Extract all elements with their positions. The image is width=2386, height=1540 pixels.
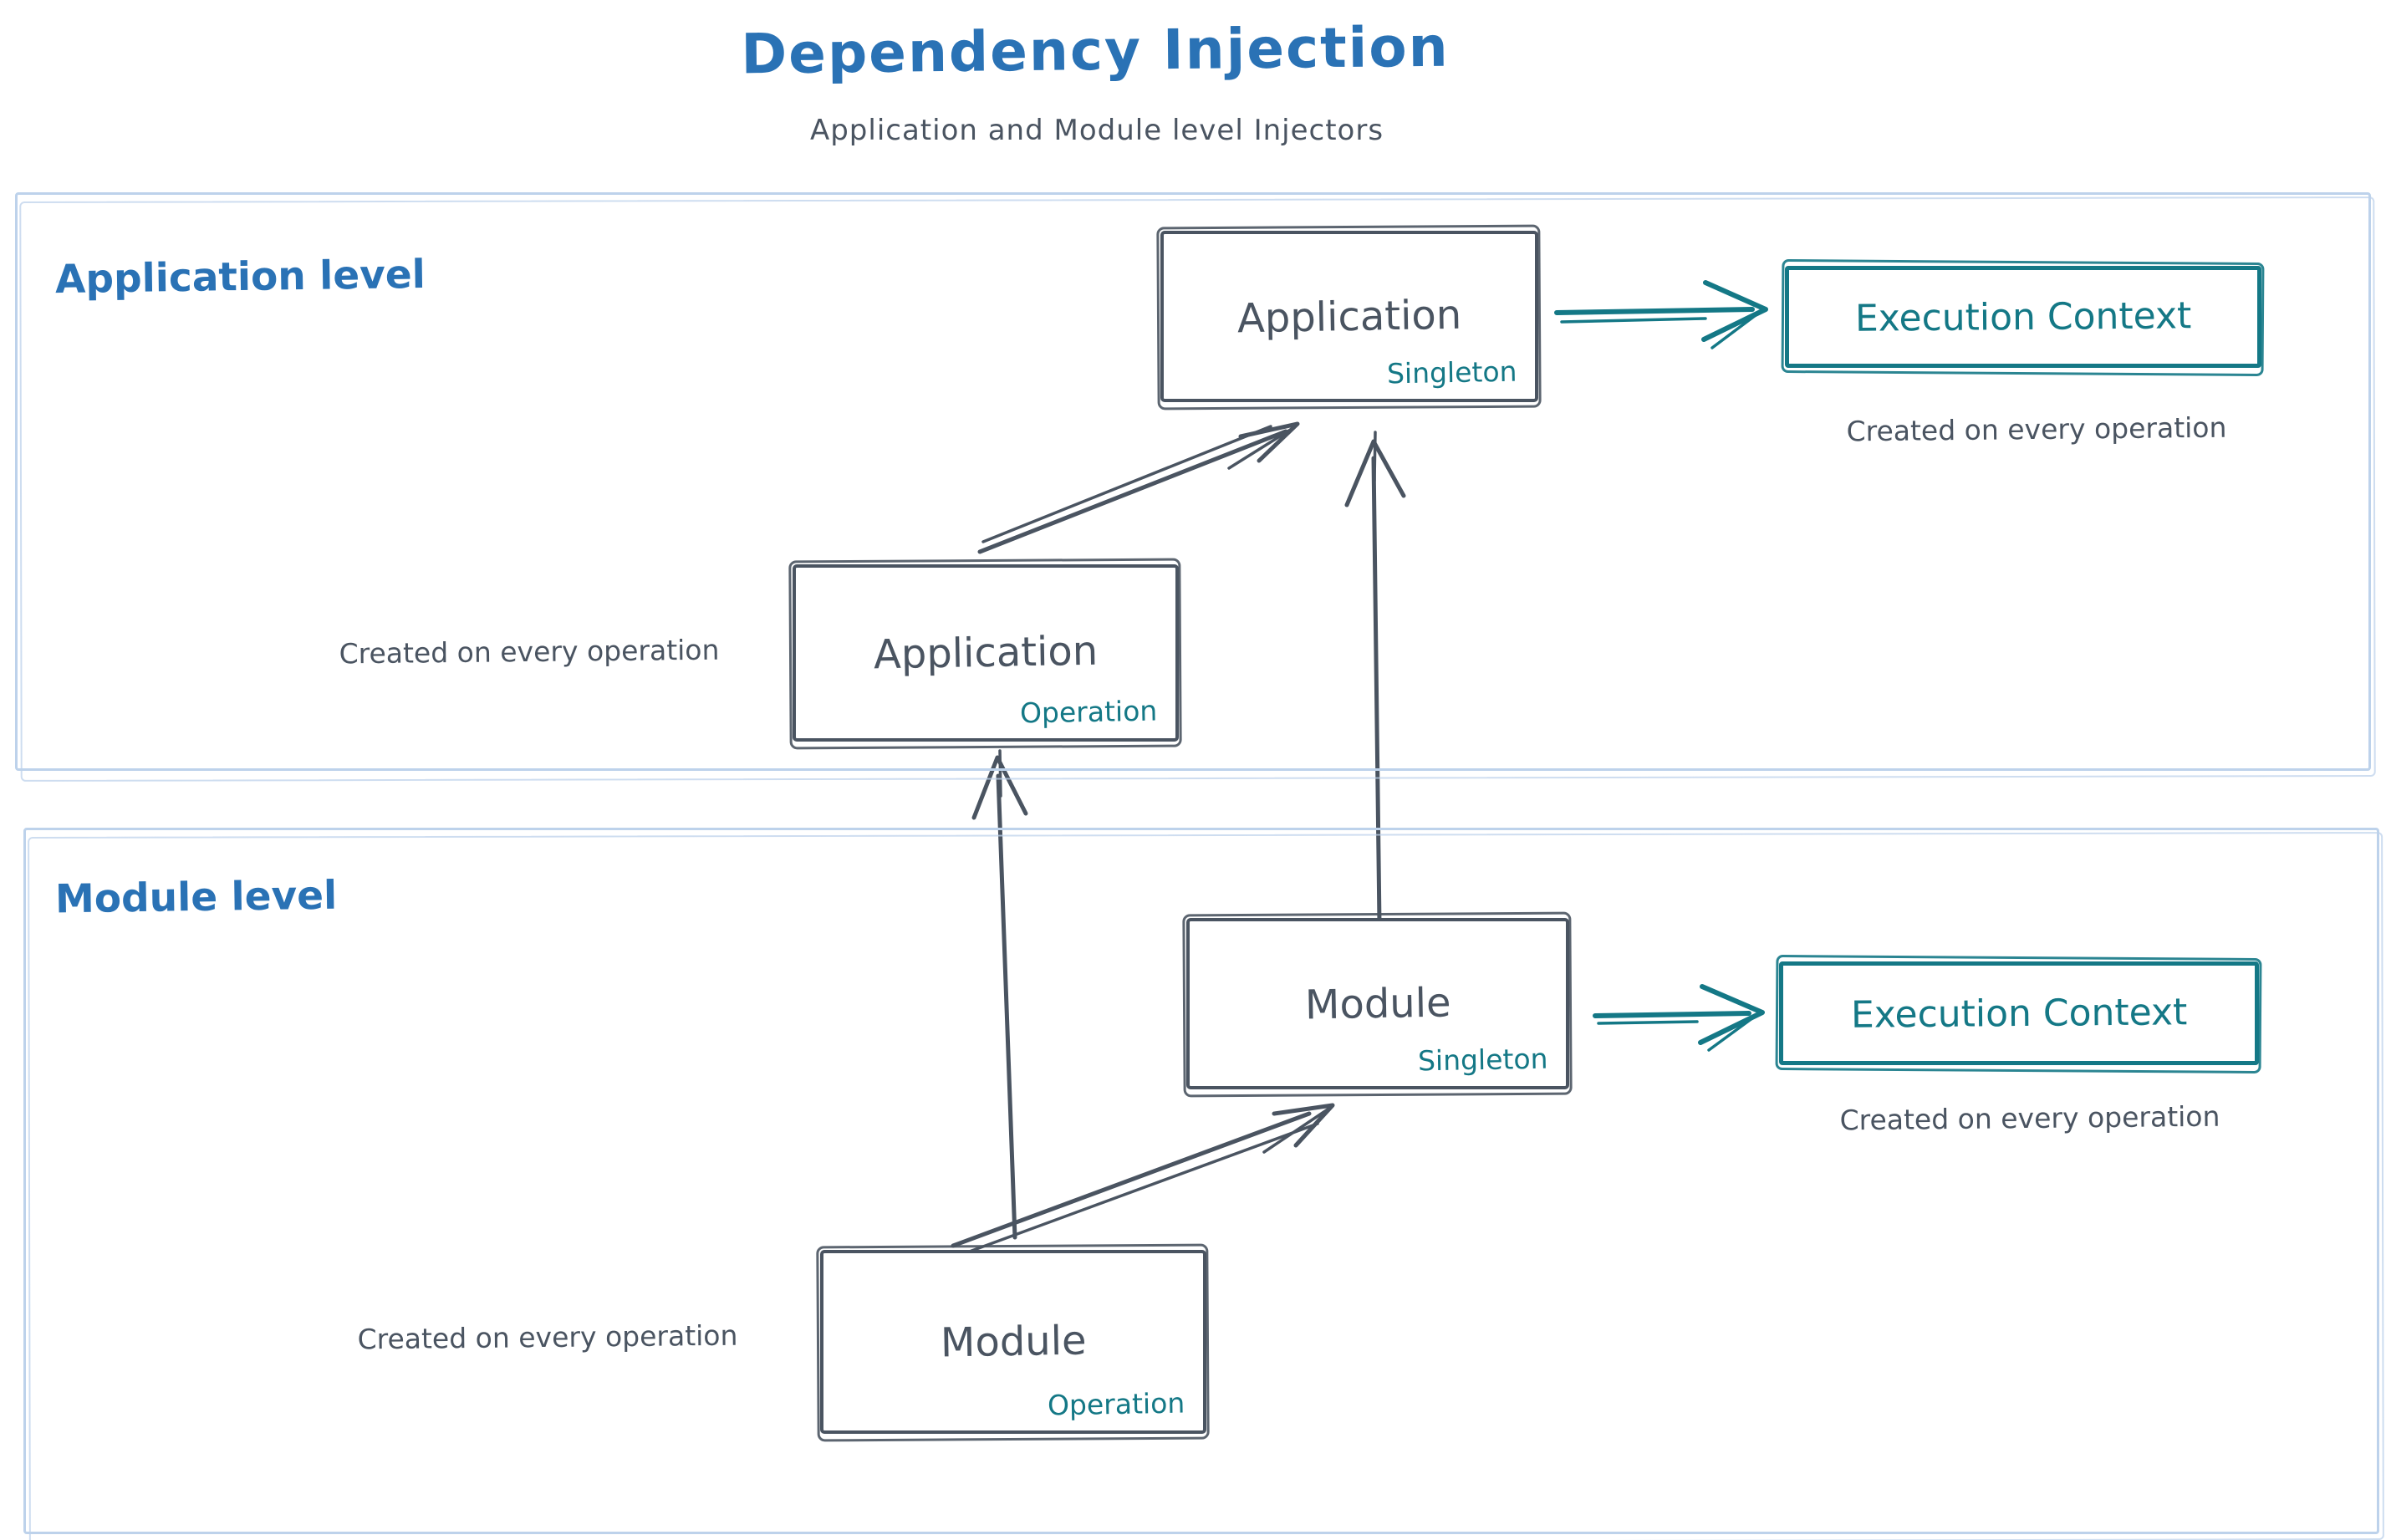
caption-execution-context-module: Created on every operation [1839, 1099, 2220, 1137]
page-subtitle: Application and Module level Injectors [809, 114, 1384, 147]
caption-module-operation: Created on every operation [357, 1318, 738, 1356]
module-level-label: Module level [54, 872, 338, 923]
module-singleton-title: Module [1304, 978, 1451, 1029]
application-level-section [15, 192, 2371, 771]
application-level-label: Application level [54, 251, 426, 303]
module-singleton-node: Module Singleton [1186, 918, 1569, 1089]
execution-context-app-title: Execution Context [1854, 293, 2192, 340]
module-operation-node: Module Operation [820, 1250, 1206, 1434]
execution-context-module-node: Execution Context [1779, 961, 2259, 1065]
execution-context-app-node: Execution Context [1785, 266, 2261, 368]
module-operation-title: Module [940, 1317, 1087, 1367]
execution-context-module-title: Execution Context [1850, 990, 2188, 1037]
application-singleton-node: Application Singleton [1160, 231, 1538, 402]
application-operation-tag: Operation [1019, 694, 1158, 730]
application-singleton-title: Application [1236, 291, 1462, 342]
caption-app-operation: Created on every operation [339, 633, 720, 671]
application-singleton-tag: Singleton [1386, 354, 1517, 390]
page-title: Dependency Injection [741, 14, 1450, 87]
module-operation-tag: Operation [1047, 1386, 1185, 1422]
application-operation-node: Application Operation [793, 564, 1179, 742]
application-operation-title: Application [873, 627, 1099, 679]
module-singleton-tag: Singleton [1417, 1042, 1548, 1078]
caption-execution-context-app: Created on every operation [1846, 410, 2227, 448]
module-level-section [23, 828, 2379, 1534]
